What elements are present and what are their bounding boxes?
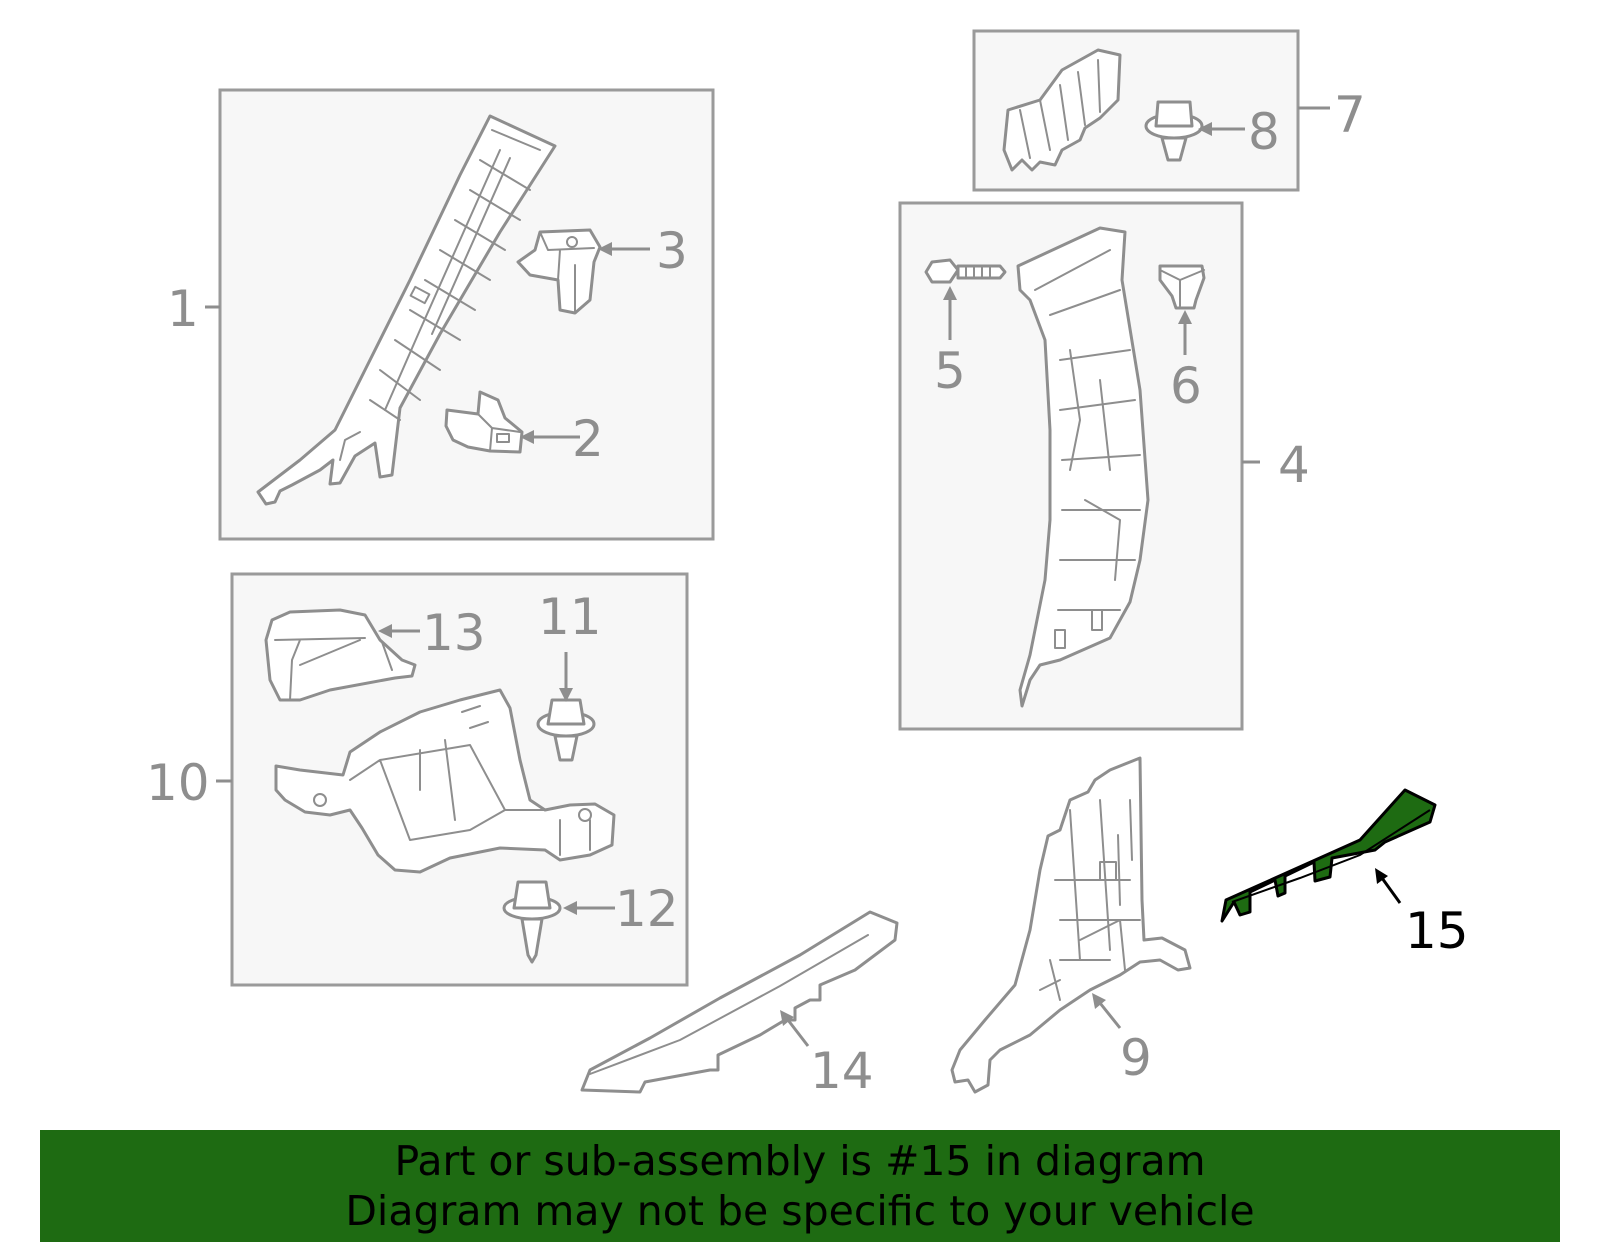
part-14-sill-trim [580,910,899,1094]
callout-10: 10 [146,754,210,812]
part-1-a-pillar-trim [256,114,557,506]
callout-14: 14 [810,1042,874,1100]
callout-9: 9 [1120,1029,1152,1087]
part-8-push-clip [1144,100,1204,162]
callout-15: 15 [1405,902,1469,960]
callout-3: 3 [656,222,688,280]
callout-2: 2 [572,410,604,468]
callout-1: 1 [167,280,199,338]
part-5-bolt [924,258,1007,284]
callout-11: 11 [538,588,602,646]
banner-line-2: Diagram may not be specific to your vehi… [345,1187,1255,1235]
callout-5: 5 [934,342,966,400]
callout-6: 6 [1170,357,1202,415]
banner-line-1: Part or sub-assembly is #15 in diagram [394,1137,1206,1185]
part-11-push-clip [536,698,596,762]
callout-8: 8 [1248,103,1280,161]
part-6-nut-clip [1158,264,1206,310]
callout-7: 7 [1334,86,1366,144]
callout-numbers: 1 2 3 4 5 6 7 8 9 10 11 12 13 14 15 [146,86,1469,1100]
part-3-clip [516,228,602,315]
part-2-bracket [444,390,524,454]
info-banner: Part or sub-assembly is #15 in diagram D… [40,1130,1560,1242]
part-12-push-clip [502,880,562,964]
part-4-b-pillar-upper-trim [1016,226,1150,708]
part-9-b-pillar-lower-trim [950,756,1192,1094]
callout-13: 13 [422,604,486,662]
part-10-bracket [274,688,616,874]
callout-4: 4 [1278,436,1310,494]
part-7-bracket [1002,48,1122,172]
part-15-highlighted-trim [1220,788,1437,923]
part-13-cover [264,608,417,702]
leader-lines [205,106,1402,1047]
callout-12: 12 [615,880,679,938]
